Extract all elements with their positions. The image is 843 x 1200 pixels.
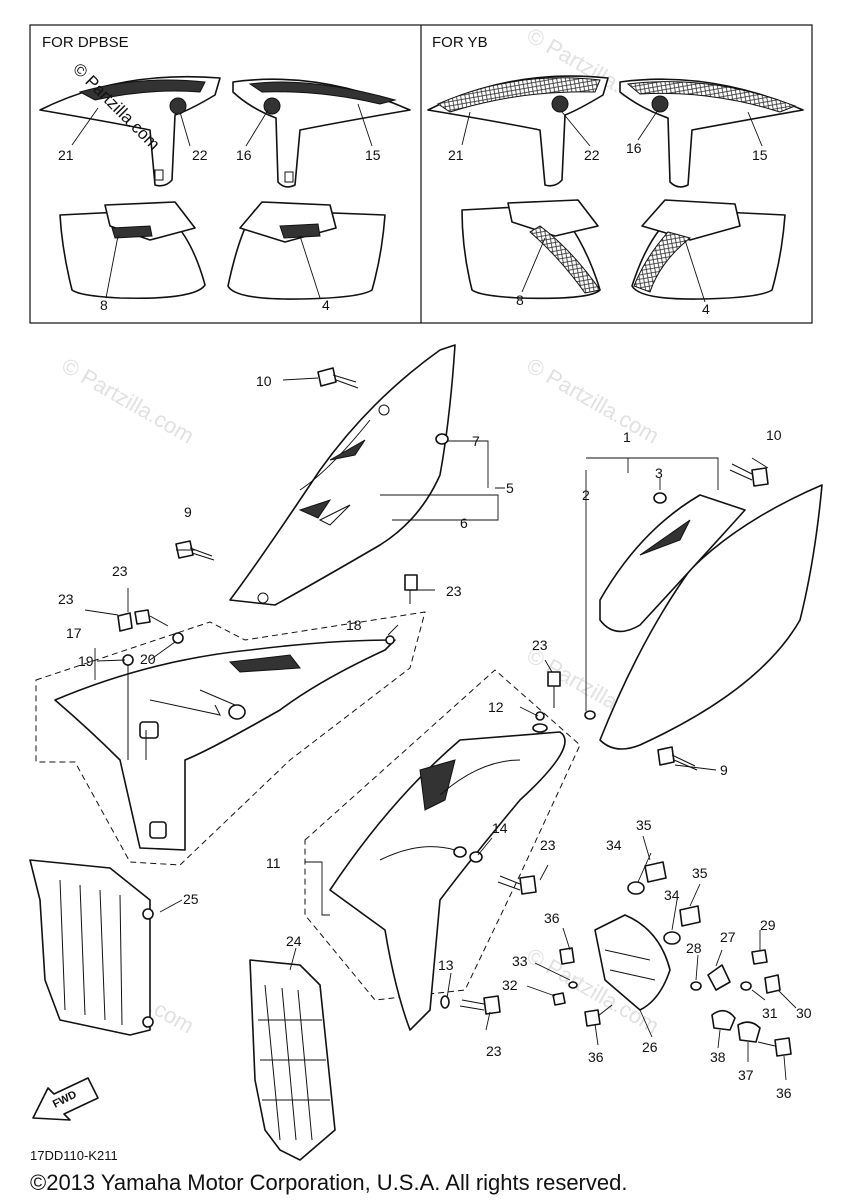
dpbse-left-side-cover bbox=[59, 201, 206, 300]
label-37: 37 bbox=[738, 1067, 754, 1083]
yb-right-side-cover bbox=[631, 199, 786, 300]
label-23: 23 bbox=[446, 583, 462, 599]
label-3: 3 bbox=[655, 465, 663, 481]
label-23: 23 bbox=[486, 1043, 502, 1059]
label-24: 24 bbox=[286, 933, 302, 949]
label-9: 9 bbox=[720, 762, 728, 778]
label-28: 28 bbox=[686, 940, 702, 956]
label-29: 29 bbox=[760, 917, 776, 933]
label-36: 36 bbox=[588, 1049, 604, 1065]
copyright-notice: ©2013 Yamaha Motor Corporation, U.S.A. A… bbox=[30, 1170, 627, 1195]
label-6: 6 bbox=[460, 515, 468, 531]
diagram-code: 17DD110-K211 bbox=[30, 1148, 118, 1163]
left-side-cover bbox=[229, 344, 456, 606]
label-1: 1 bbox=[623, 429, 631, 445]
label-32: 32 bbox=[502, 977, 518, 993]
label-13: 13 bbox=[438, 957, 454, 973]
label-23: 23 bbox=[532, 637, 548, 653]
label-38: 38 bbox=[710, 1049, 726, 1065]
label-34: 34 bbox=[664, 887, 680, 903]
dpbse-right-side-cover bbox=[227, 201, 386, 300]
label-36: 36 bbox=[544, 910, 560, 926]
label-10: 10 bbox=[766, 427, 782, 443]
label-23: 23 bbox=[540, 837, 556, 853]
right-shroud-group bbox=[304, 669, 581, 1031]
label-25: 25 bbox=[183, 891, 199, 907]
label-18: 18 bbox=[346, 617, 362, 633]
label-8: 8 bbox=[100, 297, 108, 313]
label-2: 2 bbox=[582, 487, 590, 503]
label-7: 7 bbox=[472, 433, 480, 449]
label-27: 27 bbox=[720, 929, 736, 945]
label-14: 14 bbox=[492, 820, 508, 836]
label-22: 22 bbox=[584, 147, 600, 163]
label-35: 35 bbox=[692, 865, 708, 881]
label-30: 30 bbox=[796, 1005, 812, 1021]
label-9: 9 bbox=[184, 504, 192, 520]
label-35: 35 bbox=[636, 817, 652, 833]
variant-panels: FOR DPBSE FOR YB bbox=[29, 24, 813, 324]
label-16: 16 bbox=[236, 147, 252, 163]
watermark-bg: © Partzilla.com bbox=[523, 353, 664, 449]
dpbse-right-shroud bbox=[232, 78, 411, 188]
label-15: 15 bbox=[365, 147, 381, 163]
yb-right-shroud bbox=[619, 78, 804, 188]
label-19: 19 bbox=[78, 653, 94, 669]
label-23: 23 bbox=[112, 563, 128, 579]
panel-title-dpbse: FOR DPBSE bbox=[42, 34, 129, 51]
label-34: 34 bbox=[606, 837, 622, 853]
label-26: 26 bbox=[642, 1039, 658, 1055]
label-33: 33 bbox=[512, 953, 528, 969]
label-15: 15 bbox=[752, 147, 768, 163]
watermark-bg: © Partzilla.com bbox=[58, 353, 199, 449]
right-side-cover bbox=[584, 484, 823, 750]
label-8: 8 bbox=[516, 292, 524, 308]
yb-left-side-cover bbox=[461, 199, 601, 300]
label-23: 23 bbox=[58, 591, 74, 607]
label-31: 31 bbox=[762, 1005, 778, 1021]
label-4: 4 bbox=[322, 297, 330, 313]
label-21: 21 bbox=[58, 147, 74, 163]
cap-assembly bbox=[552, 861, 792, 1057]
yb-left-shroud bbox=[427, 75, 609, 187]
label-21: 21 bbox=[448, 147, 464, 163]
right-cover-fasteners bbox=[657, 463, 769, 771]
label-4: 4 bbox=[702, 301, 710, 317]
left-shroud-group bbox=[35, 574, 426, 866]
label-12: 12 bbox=[488, 699, 504, 715]
part-labels: 10 7 5 6 9 1 3 2 10 9 23 18 23 23 17 19 … bbox=[58, 373, 812, 1101]
label-10: 10 bbox=[256, 373, 272, 389]
panel-title-yb: FOR YB bbox=[432, 34, 488, 51]
label-11: 11 bbox=[266, 855, 281, 871]
leader-lines bbox=[84, 377, 797, 1081]
dpbse-left-shroud bbox=[39, 75, 221, 187]
label-20: 20 bbox=[140, 651, 156, 667]
forward-arrow: FWD bbox=[32, 1077, 99, 1121]
label-22: 22 bbox=[192, 147, 208, 163]
label-16: 16 bbox=[626, 140, 642, 156]
label-36: 36 bbox=[776, 1085, 792, 1101]
left-radiator-guard bbox=[29, 859, 154, 1036]
right-radiator-guard bbox=[249, 959, 336, 1161]
right-shroud-fasteners bbox=[459, 671, 561, 1015]
label-5: 5 bbox=[506, 480, 514, 496]
left-cover-fasteners bbox=[175, 367, 449, 561]
label-17: 17 bbox=[66, 625, 82, 641]
